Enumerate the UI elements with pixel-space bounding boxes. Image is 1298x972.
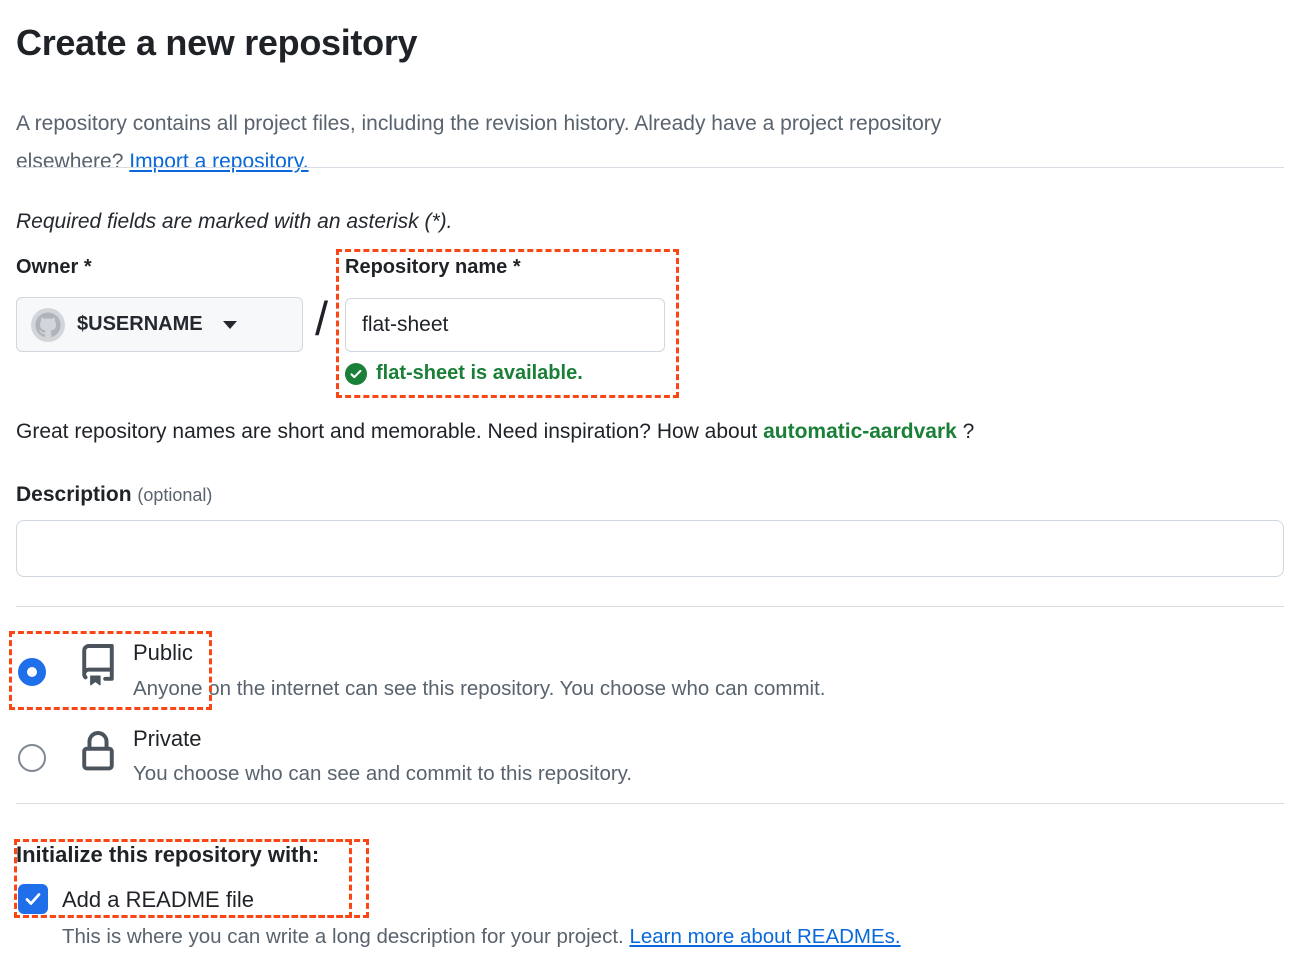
name-suggestion-text: Great repository names are short and mem… <box>16 420 975 443</box>
private-option-label[interactable]: Private <box>133 726 202 751</box>
owner-label: Owner * <box>16 256 92 278</box>
import-repository-link[interactable]: Import a repository. <box>129 150 309 173</box>
repo-required-asterisk: * <box>512 256 521 278</box>
public-option-description: Anyone on the internet can see this repo… <box>133 677 826 700</box>
lock-icon <box>77 731 119 778</box>
initialize-heading: Initialize this repository with: <box>16 842 320 867</box>
description-label: Description (optional) <box>16 483 213 506</box>
readme-learn-more-link[interactable]: Learn more about READMEs. <box>629 925 901 948</box>
availability-message: flat-sheet is available. <box>345 362 583 385</box>
repository-name-input[interactable] <box>345 298 665 352</box>
owner-select-button[interactable]: $USERNAME <box>16 297 303 352</box>
divider-visibility <box>16 803 1284 804</box>
required-fields-note: Required fields are marked with an aster… <box>16 210 453 233</box>
owner-required-asterisk: * <box>83 256 92 278</box>
owner-repo-separator: / <box>315 292 329 345</box>
intro-text: A repository contains all project files,… <box>16 105 941 181</box>
page-title: Create a new repository <box>16 22 418 63</box>
public-option-label[interactable]: Public <box>133 640 193 665</box>
divider-description <box>16 606 1284 607</box>
repo-book-icon <box>77 644 119 691</box>
suggested-repo-name[interactable]: automatic-aardvark <box>763 420 957 443</box>
public-radio[interactable] <box>18 658 46 686</box>
owner-avatar <box>31 307 65 342</box>
readme-checkbox[interactable] <box>18 884 48 914</box>
description-input[interactable] <box>16 520 1284 577</box>
intro-line-2: elsewhere? Import a repository. <box>16 150 309 173</box>
checkmark-icon <box>25 893 41 905</box>
divider-top <box>16 167 1284 168</box>
description-optional-tag: (optional) <box>137 485 213 505</box>
chevron-down-icon <box>222 320 237 329</box>
private-option-description: You choose who can see and commit to thi… <box>133 762 633 785</box>
private-radio[interactable] <box>18 744 46 772</box>
readme-checkbox-label[interactable]: Add a README file <box>62 887 254 912</box>
readme-help-text: This is where you can write a long descr… <box>62 925 901 948</box>
intro-line-1: A repository contains all project files,… <box>16 112 942 135</box>
repository-name-label: Repository name * <box>345 256 521 278</box>
owner-selected-value: $USERNAME <box>77 313 203 335</box>
check-circle-icon <box>345 362 367 385</box>
